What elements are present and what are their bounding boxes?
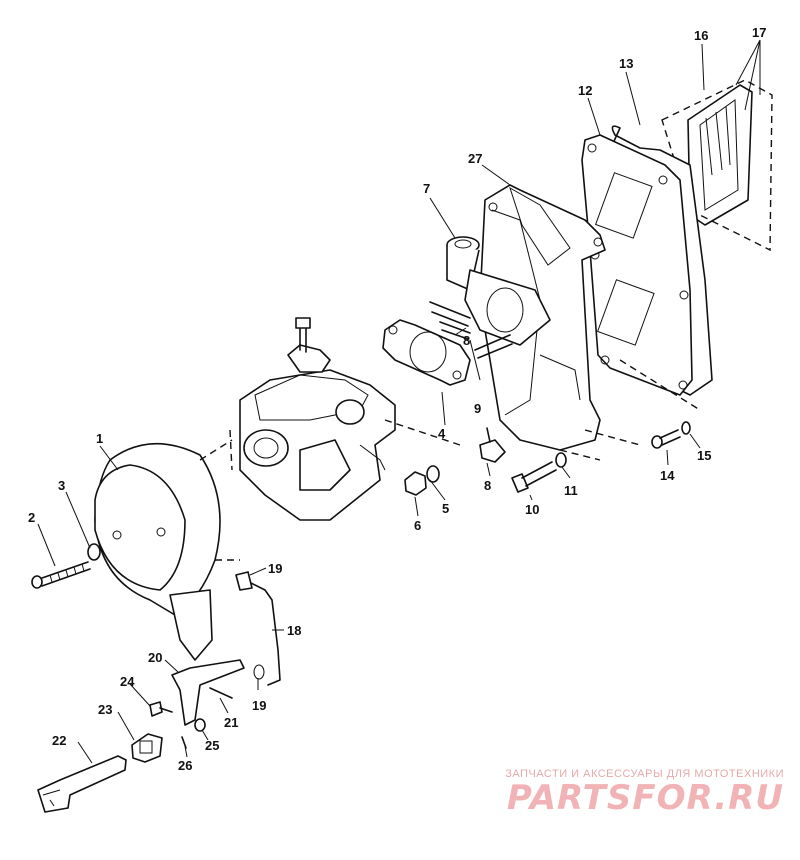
screw-14 xyxy=(651,429,681,449)
washer-5 xyxy=(426,465,440,483)
washer-15 xyxy=(681,421,691,435)
callout-8-lower: 8 xyxy=(484,478,491,493)
screw-2 xyxy=(31,561,91,589)
callout-26: 26 xyxy=(178,758,192,773)
washer-11 xyxy=(555,452,567,468)
alignment-lines xyxy=(559,359,701,461)
screw-24 xyxy=(149,701,173,717)
callout-8: 8 xyxy=(463,333,470,348)
callout-6: 6 xyxy=(414,518,421,533)
callout-19: 19 xyxy=(268,561,282,576)
fitting-8 xyxy=(479,427,506,463)
callout-17: 17 xyxy=(752,25,766,40)
callout-numbers: 1 2 3 4 5 6 7 8 9 8 10 11 12 13 14 15 16… xyxy=(28,25,766,773)
nut-6 xyxy=(404,471,427,496)
callout-12: 12 xyxy=(578,83,592,98)
callout-9: 9 xyxy=(474,401,481,416)
callout-15: 15 xyxy=(697,448,711,463)
callout-14: 14 xyxy=(660,468,675,483)
callout-25: 25 xyxy=(205,738,219,753)
callout-7: 7 xyxy=(423,181,430,196)
callout-24: 24 xyxy=(120,674,135,689)
watermark-logo: PARTSFOR.RU xyxy=(506,778,784,818)
watermark-caption: ЗАПЧАСТИ И АКСЕССУАРЫ ДЛЯ МОТОТЕХНИКИ xyxy=(505,768,784,780)
air-silencer xyxy=(94,439,240,661)
watermark: ЗАПЧАСТИ И АКСЕССУАРЫ ДЛЯ МОТОТЕХНИКИ PA… xyxy=(505,768,784,816)
choke-lever xyxy=(171,659,245,726)
callout-20: 20 xyxy=(148,650,162,665)
callout-11: 11 xyxy=(564,483,578,498)
choke-linkage xyxy=(235,571,281,686)
callout-3: 3 xyxy=(58,478,65,493)
carb-adapter xyxy=(446,236,551,346)
callout-13: 13 xyxy=(619,56,633,71)
callout-1: 1 xyxy=(96,431,103,446)
callout-22: 22 xyxy=(52,733,66,748)
studs xyxy=(429,301,513,359)
callout-19-lower: 19 xyxy=(252,698,266,713)
callout-21: 21 xyxy=(224,715,238,730)
callout-18: 18 xyxy=(287,623,301,638)
callout-16: 16 xyxy=(694,28,708,43)
callout-23: 23 xyxy=(98,702,112,717)
callout-27: 27 xyxy=(468,151,482,166)
callout-10: 10 xyxy=(525,502,539,517)
carburetor xyxy=(229,317,461,521)
callout-5: 5 xyxy=(442,501,449,516)
callout-2: 2 xyxy=(28,510,35,525)
washer-3 xyxy=(87,543,101,561)
callout-4: 4 xyxy=(438,426,446,441)
choke-handle-22 xyxy=(37,755,127,813)
washer-25 xyxy=(194,718,206,732)
choke-knob-23 xyxy=(131,733,163,763)
carb-gasket xyxy=(382,319,471,386)
leader-lines xyxy=(37,39,761,764)
bolt-10 xyxy=(511,461,557,493)
